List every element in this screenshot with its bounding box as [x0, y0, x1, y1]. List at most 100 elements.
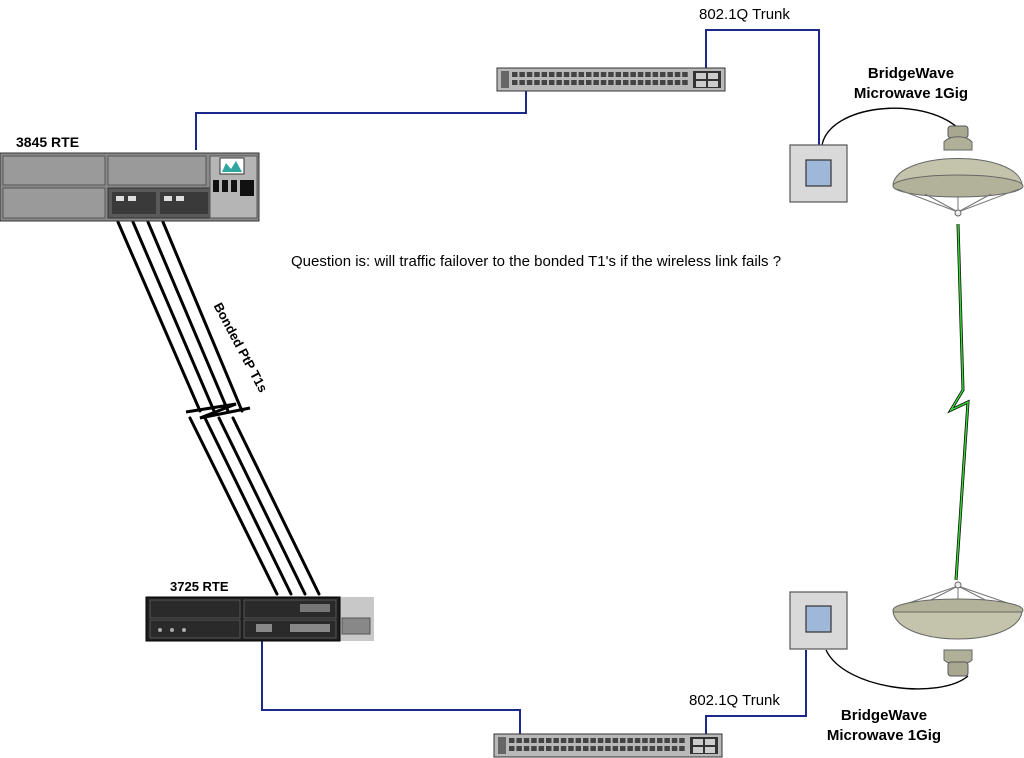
switch-port	[512, 80, 518, 85]
question-text: Question is: will traffic failover to th…	[291, 253, 782, 270]
switch-port	[634, 746, 641, 751]
odu-bottom	[789, 591, 848, 650]
switch-port	[682, 80, 688, 85]
switch-port	[600, 72, 607, 77]
switch-port	[657, 746, 663, 751]
link-switch-to-trunk-top	[705, 29, 820, 146]
switch-port	[652, 72, 659, 77]
switch-port	[523, 738, 530, 743]
switch-port	[612, 746, 619, 751]
switch-port	[620, 738, 626, 743]
switch-port	[642, 746, 648, 751]
switch-port	[620, 746, 626, 751]
switch-port	[560, 746, 567, 751]
switch-port	[667, 80, 673, 85]
router-3725	[145, 596, 374, 642]
trunk-label-top: 802.1Q Trunk	[699, 6, 790, 23]
switch-port	[571, 72, 577, 77]
switch-port	[600, 80, 607, 85]
switch-port	[563, 80, 570, 85]
switch-port	[516, 746, 522, 751]
switch-port	[664, 738, 670, 743]
switch-top	[496, 67, 726, 92]
switch-port	[623, 80, 629, 85]
cable-odu-to-dish-bottom	[825, 649, 969, 690]
switch-port	[627, 746, 633, 751]
switch-port	[571, 80, 577, 85]
switch-port	[560, 738, 567, 743]
switch-bottom	[493, 733, 723, 758]
switch-port	[615, 72, 622, 77]
switch-port	[637, 72, 644, 77]
switch-port	[541, 72, 548, 77]
dish-top	[892, 125, 1024, 217]
switch-port	[634, 738, 641, 743]
router-3845	[0, 152, 260, 222]
router-3845-label: 3845 RTE	[16, 134, 80, 150]
switch-port	[657, 738, 663, 743]
cable-odu-to-dish-top	[821, 107, 959, 146]
switch-port	[652, 80, 659, 85]
switch-port	[578, 80, 585, 85]
switch-port	[660, 72, 666, 77]
bridgewave-label-top: BridgeWave Microwave 1Gig	[836, 64, 986, 104]
switch-port	[538, 738, 545, 743]
switch-port	[664, 746, 670, 751]
switch-port	[553, 746, 559, 751]
switch-port	[586, 72, 592, 77]
switch-port	[556, 72, 562, 77]
switch-port	[519, 80, 525, 85]
bridgewave-label-bottom-line1: BridgeWave	[840, 707, 928, 724]
switch-port	[608, 72, 614, 77]
switch-port	[671, 746, 678, 751]
switch-port	[645, 72, 651, 77]
switch-port	[526, 72, 533, 77]
switch-port	[538, 746, 545, 751]
line-break-symbol	[185, 402, 251, 420]
switch-port	[679, 746, 685, 751]
bridgewave-label-top-line1: BridgeWave	[867, 65, 955, 82]
switch-port	[549, 80, 555, 85]
switch-port	[509, 738, 515, 743]
switch-port	[645, 80, 651, 85]
switch-port	[630, 80, 636, 85]
switch-port	[593, 72, 599, 77]
switch-port	[590, 738, 596, 743]
switch-port	[563, 72, 570, 77]
bonded-t1-lines	[116, 220, 321, 596]
switch-port	[534, 72, 540, 77]
switch-port	[509, 746, 515, 751]
switch-port	[512, 72, 518, 77]
switch-port	[605, 746, 611, 751]
link-switch-to-trunk-bottom	[705, 650, 807, 736]
switch-port	[623, 72, 629, 77]
switch-port	[597, 738, 604, 743]
switch-port	[679, 738, 685, 743]
switch-port	[627, 738, 633, 743]
switch-port	[630, 72, 636, 77]
switch-port	[590, 746, 596, 751]
switch-port	[549, 72, 555, 77]
switch-port	[568, 738, 574, 743]
switch-port	[642, 738, 648, 743]
switch-port	[674, 80, 681, 85]
switch-port	[546, 746, 552, 751]
switch-port	[637, 80, 644, 85]
bridgewave-label-bottom: BridgeWave Microwave 1Gig	[809, 706, 959, 746]
wireless-link-lightning-glow	[949, 223, 969, 581]
link-3845-to-switch	[195, 90, 527, 150]
switch-port	[615, 80, 622, 85]
switch-port	[682, 72, 688, 77]
switch-port	[593, 80, 599, 85]
switch-port	[531, 738, 537, 743]
switch-port	[575, 746, 582, 751]
switch-port	[556, 80, 562, 85]
dish-bottom	[892, 581, 1024, 677]
switch-port	[597, 746, 604, 751]
switch-port	[546, 738, 552, 743]
switch-port	[534, 80, 540, 85]
router-3725-label: 3725 RTE	[170, 579, 229, 594]
odu-top	[789, 144, 848, 203]
